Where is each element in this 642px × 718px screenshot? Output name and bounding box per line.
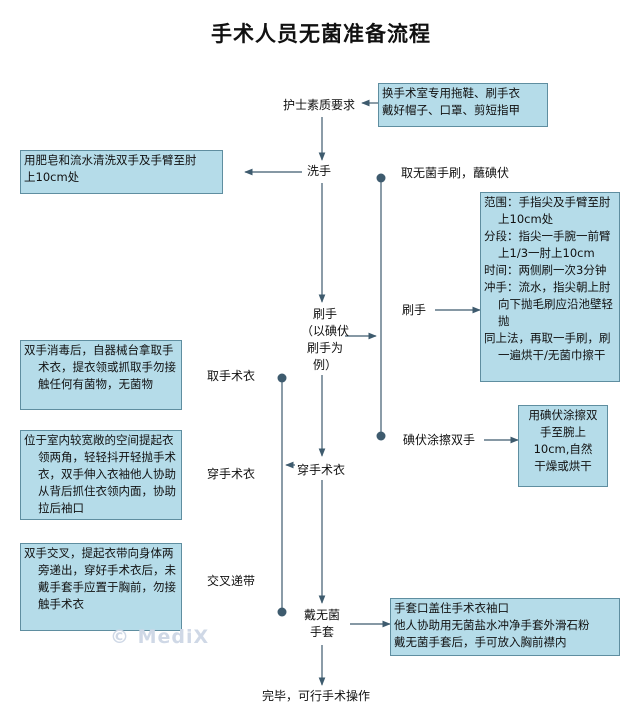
brush-range: 范围：手指尖及手臂至肘上10cm处 xyxy=(484,195,611,226)
step-scrub: 刷手 （以碘伏 刷手为 例） xyxy=(300,307,349,372)
brush-segment: 分段：指尖一手腕一前臂上1/3一肘上10cm xyxy=(484,229,611,260)
box-cross-belt-detail: 双手交叉，提起衣带向身体两旁递出，穿好手术衣后，未戴手套手应置于胸前，勿接触手术… xyxy=(20,543,182,631)
box-gloves-detail: 手套口盖住手术衣袖口 他人协助用无菌盐水冲净手套外滑石粉 戴无菌手套后，手可放入… xyxy=(390,598,620,656)
label-brush: 刷手 xyxy=(402,303,427,317)
label-cross-belt: 交叉递带 xyxy=(207,574,256,588)
label-wear-gown: 穿手术衣 xyxy=(207,467,256,481)
box-brush-detail: 范围：手指尖及手臂至肘上10cm处 分段：指尖一手腕一前臂上1/3一肘上10cm… xyxy=(480,192,620,382)
step-nurse: 护士素质要求 xyxy=(283,98,356,112)
page-title: 手术人员无菌准备流程 xyxy=(211,22,431,46)
medix-watermark: © MediX xyxy=(110,626,210,648)
label-iodine: 碘伏涂擦双手 xyxy=(403,433,476,447)
step-gloves: 戴无菌 手套 xyxy=(303,608,340,639)
step-done: 完毕，可行手术操作 xyxy=(262,689,371,703)
brush-repeat: 同上法，再取一手刷，刷一遍烘干/无菌巾擦干 xyxy=(484,331,611,362)
label-brush-take: 取无菌手刷，蘸碘伏 xyxy=(401,166,510,180)
box-nurse-requirements: 换手术室专用拖鞋、刷手衣 戴好帽子、口罩、剪短指甲 xyxy=(378,83,548,127)
box-iodine-detail: 用碘伏涂擦双 手至腕上 10cm,自然 干燥或烘干 xyxy=(518,405,608,487)
step-gown: 穿手术衣 xyxy=(297,463,346,477)
label-take-gown: 取手术衣 xyxy=(207,369,256,383)
box-take-gown-detail: 双手消毒后，自器械台拿取手术衣，提衣领或抓取手勿接触任何有菌物，无菌物 xyxy=(20,340,182,410)
gown-bracket-dot-bottom xyxy=(277,607,287,617)
gown-bracket-dot-top xyxy=(277,373,287,383)
scrub-bracket-dot-bottom xyxy=(376,431,386,441)
brush-time: 时间：两侧刷一次3分钟 xyxy=(484,263,607,277)
step-wash: 洗手 xyxy=(307,164,332,178)
scrub-bracket-dot-top xyxy=(376,173,386,183)
box-wear-gown-detail: 位于室内较宽敞的空间提起衣领两角，轻轻抖开轻抛手术衣，双手伸入衣袖他人协助从背后… xyxy=(20,430,182,520)
box-wash-detail: 用肥皂和流水清洗双手及手臂至肘 上10cm处 xyxy=(20,150,223,194)
brush-rinse: 冲手：流水，指尖朝上肘向下抛毛刷应沿池壁轻抛 xyxy=(484,280,613,328)
